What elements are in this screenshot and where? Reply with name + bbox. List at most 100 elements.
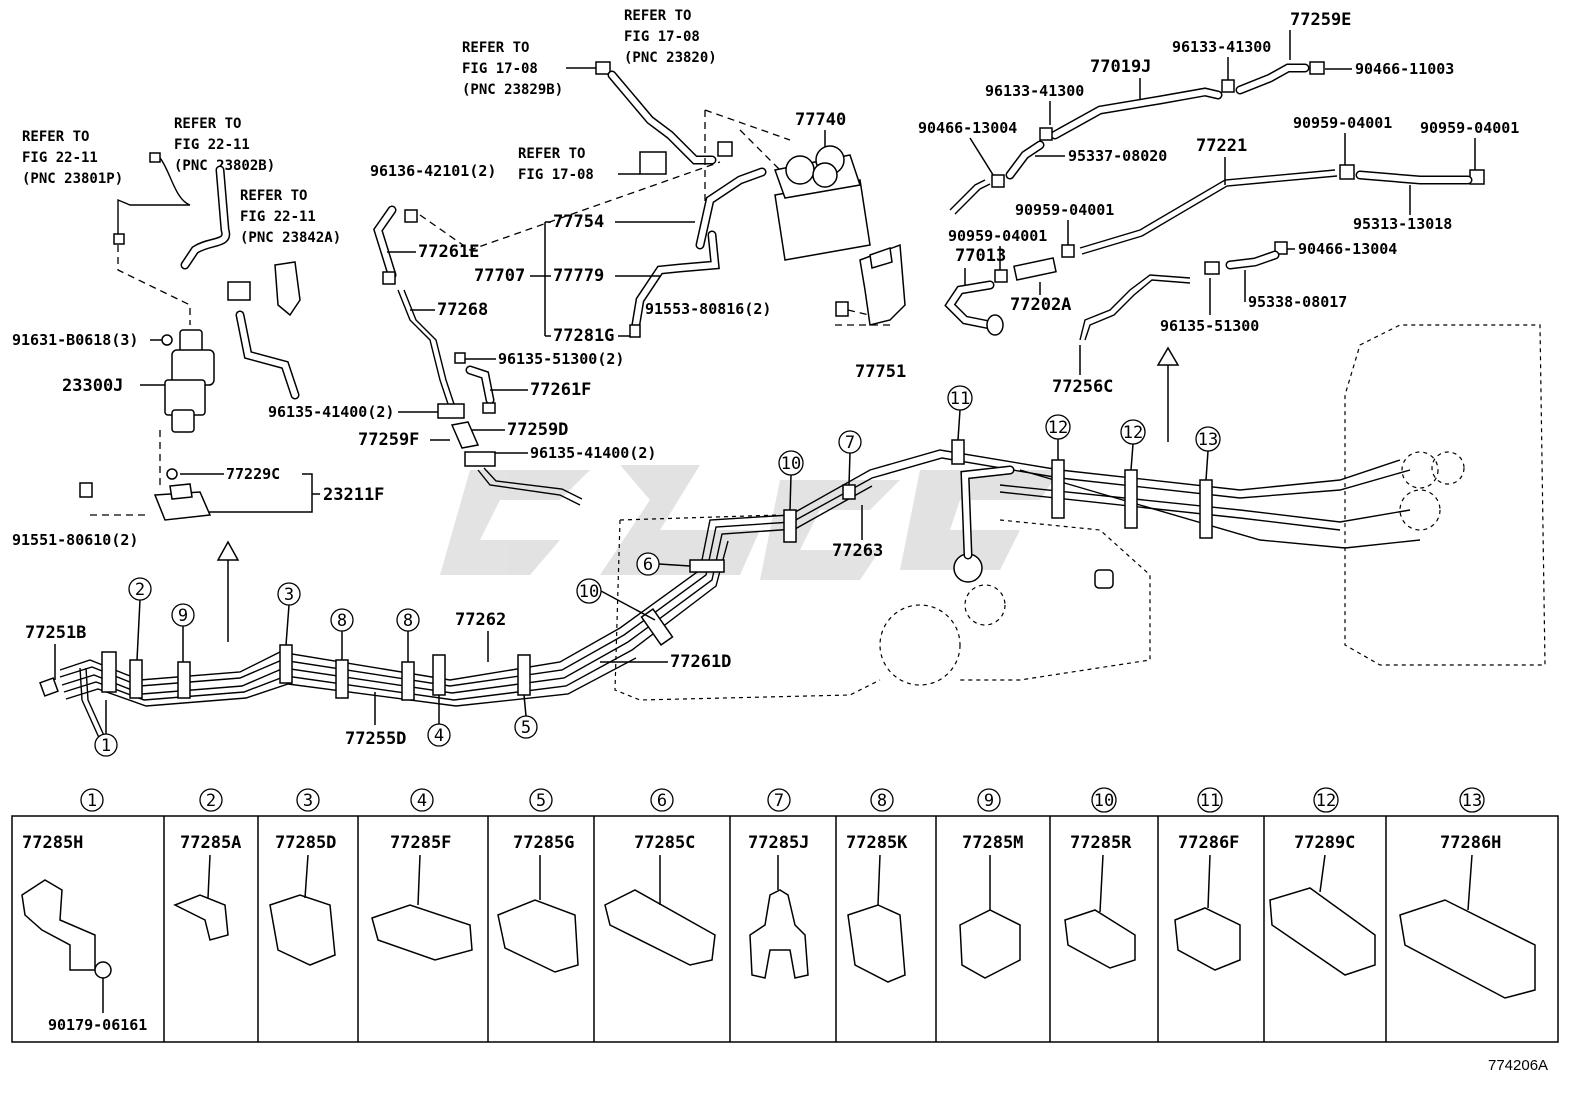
callout-10a: 10 [576, 578, 602, 604]
refer-note-4-line2: FIG 17-08 [462, 61, 538, 77]
bundle-clamp-11 [951, 439, 965, 465]
nut-icon [166, 468, 178, 480]
main-fuel-lines: 77251B 77262 77263 77261D 77255D [25, 324, 1546, 749]
label-77262: 77262 [455, 610, 506, 630]
label-77221: 77221 [1196, 136, 1247, 156]
clamp-icon [454, 352, 466, 364]
bundle-clamp-8a [335, 659, 349, 699]
svg-text:12: 12 [1316, 791, 1336, 811]
callout-12a: 12 [1045, 414, 1071, 440]
hose-77259F [450, 421, 480, 449]
up-arrow-icon [216, 540, 240, 642]
bundle-clamp-1 [101, 651, 117, 693]
svg-text:2: 2 [135, 580, 145, 600]
watermark-logo [440, 465, 1060, 580]
clamp-part-77285J: 77285J [748, 833, 809, 853]
clamp-77286H-icon [1399, 899, 1536, 999]
hose-bracket [274, 261, 301, 317]
svg-text:13: 13 [1462, 791, 1482, 811]
clamp-77286F-icon [1174, 907, 1241, 971]
svg-text:8: 8 [877, 791, 887, 811]
refer-note-5-line2: FIG 17-08 [624, 29, 700, 45]
callout-8b: 8 [396, 608, 420, 632]
svg-text:2: 2 [206, 791, 216, 811]
clamp-icon [1274, 241, 1288, 255]
bundle-clamp-9 [177, 661, 191, 699]
svg-text:4: 4 [417, 791, 427, 811]
bundle-clamp-8b [401, 661, 415, 701]
label-91551-80610: 91551-80610(2) [12, 531, 138, 549]
clamp-part-77285M: 77285M [962, 833, 1023, 853]
clamp-icon [1339, 164, 1355, 180]
svg-text:10: 10 [1094, 791, 1114, 811]
hose-connector [113, 233, 125, 245]
svg-text:13: 13 [1198, 430, 1218, 450]
figure-id: 774206A [1488, 1057, 1548, 1074]
tank-fitting [1094, 569, 1114, 589]
clamp-77285R-icon [1064, 909, 1136, 969]
refer-note-1-line2: FIG 22-11 [22, 150, 98, 166]
label-91553-80816: 91553-80816(2) [645, 300, 771, 318]
bundle-clamp-12b [1124, 469, 1138, 529]
hose-upper [607, 70, 717, 165]
label-96133-41300-mid: 96133-41300 [985, 82, 1084, 100]
callout-8a: 8 [330, 608, 354, 632]
bolt-icon [835, 301, 849, 317]
clamp-icon [382, 271, 396, 285]
hose-connector [149, 152, 161, 163]
canister-77740-group: 77740 77754 77707 77779 77281G 91553-808… [474, 110, 906, 382]
clamp-col-8: 8 77285K [846, 788, 908, 983]
clamp-icon [1309, 61, 1325, 75]
clamp-part-77285K: 77285K [846, 833, 908, 853]
clamp-77285D-icon [269, 894, 336, 966]
label-95337-08020: 95337-08020 [1068, 147, 1167, 165]
label-90959-04001-d: 90959-04001 [948, 227, 1047, 245]
bundle-clamp-6 [689, 559, 725, 573]
refer-note-1-line3: (PNC 23801P) [22, 171, 123, 187]
clamp-77285K-icon [847, 904, 906, 983]
refer-note-5-line1: REFER TO [624, 8, 691, 24]
label-77261D: 77261D [670, 652, 731, 672]
label-77259D: 77259D [507, 420, 568, 440]
top-center-group: REFER TO FIG 17-08 (PNC 23829B) REFER TO… [462, 8, 801, 215]
svg-text:5: 5 [521, 718, 531, 738]
clamp-part-77286F: 77286F [1178, 833, 1239, 853]
clamp-icon [404, 209, 418, 223]
clamp-col-1: 1 77285H 90179-06161 [21, 788, 147, 1034]
hose-fitting [227, 281, 251, 301]
nut-icon [94, 961, 112, 979]
canister-23300J [164, 329, 215, 433]
clamp-col-11: 11 77286F [1174, 787, 1241, 971]
label-90466-11003: 90466-11003 [1355, 60, 1454, 78]
label-77202A: 77202A [1010, 295, 1071, 315]
clamp-col-4: 4 77285F [371, 788, 473, 961]
clamp-77285F-icon [371, 904, 473, 961]
clamp-part-77285H: 77285H [22, 833, 83, 853]
bracket-77751 [859, 243, 906, 326]
bundle-clamp-4 [432, 654, 446, 696]
label-96135-51300-right: 96135-51300 [1160, 317, 1259, 335]
label-77256C: 77256C [1052, 377, 1113, 397]
clamp-icon [482, 402, 496, 414]
label-77259F: 77259F [358, 430, 419, 450]
clamp-77285A-icon [173, 894, 229, 941]
pipe-77268 [397, 289, 451, 411]
bundle-clamp-13 [1199, 479, 1213, 539]
svg-text:12: 12 [1123, 423, 1143, 443]
clamp-77289C-icon [1269, 887, 1376, 976]
clamp-icon [1061, 244, 1075, 258]
label-96133-41300-top: 96133-41300 [1172, 38, 1271, 56]
svg-text:12: 12 [1048, 418, 1068, 438]
top-right-group: 77259E 96133-41300 90466-11003 77019J 96… [918, 10, 1519, 442]
refer-note-2-line3: (PNC 23802B) [174, 158, 275, 174]
clamp-part-77285R: 77285R [1070, 833, 1132, 853]
pipe-77221 [1079, 169, 1336, 249]
clamp-part-77285G: 77285G [513, 833, 574, 853]
fuel-tank-outline [614, 514, 1151, 701]
label-23300J: 23300J [62, 376, 123, 396]
clamp-table: 1 77285H 90179-06161 2 77285A 3 77285D 4… [11, 787, 1559, 1043]
label-23211F: 23211F [323, 485, 384, 505]
label-77268: 77268 [437, 300, 488, 320]
canister-77740 [774, 145, 871, 261]
